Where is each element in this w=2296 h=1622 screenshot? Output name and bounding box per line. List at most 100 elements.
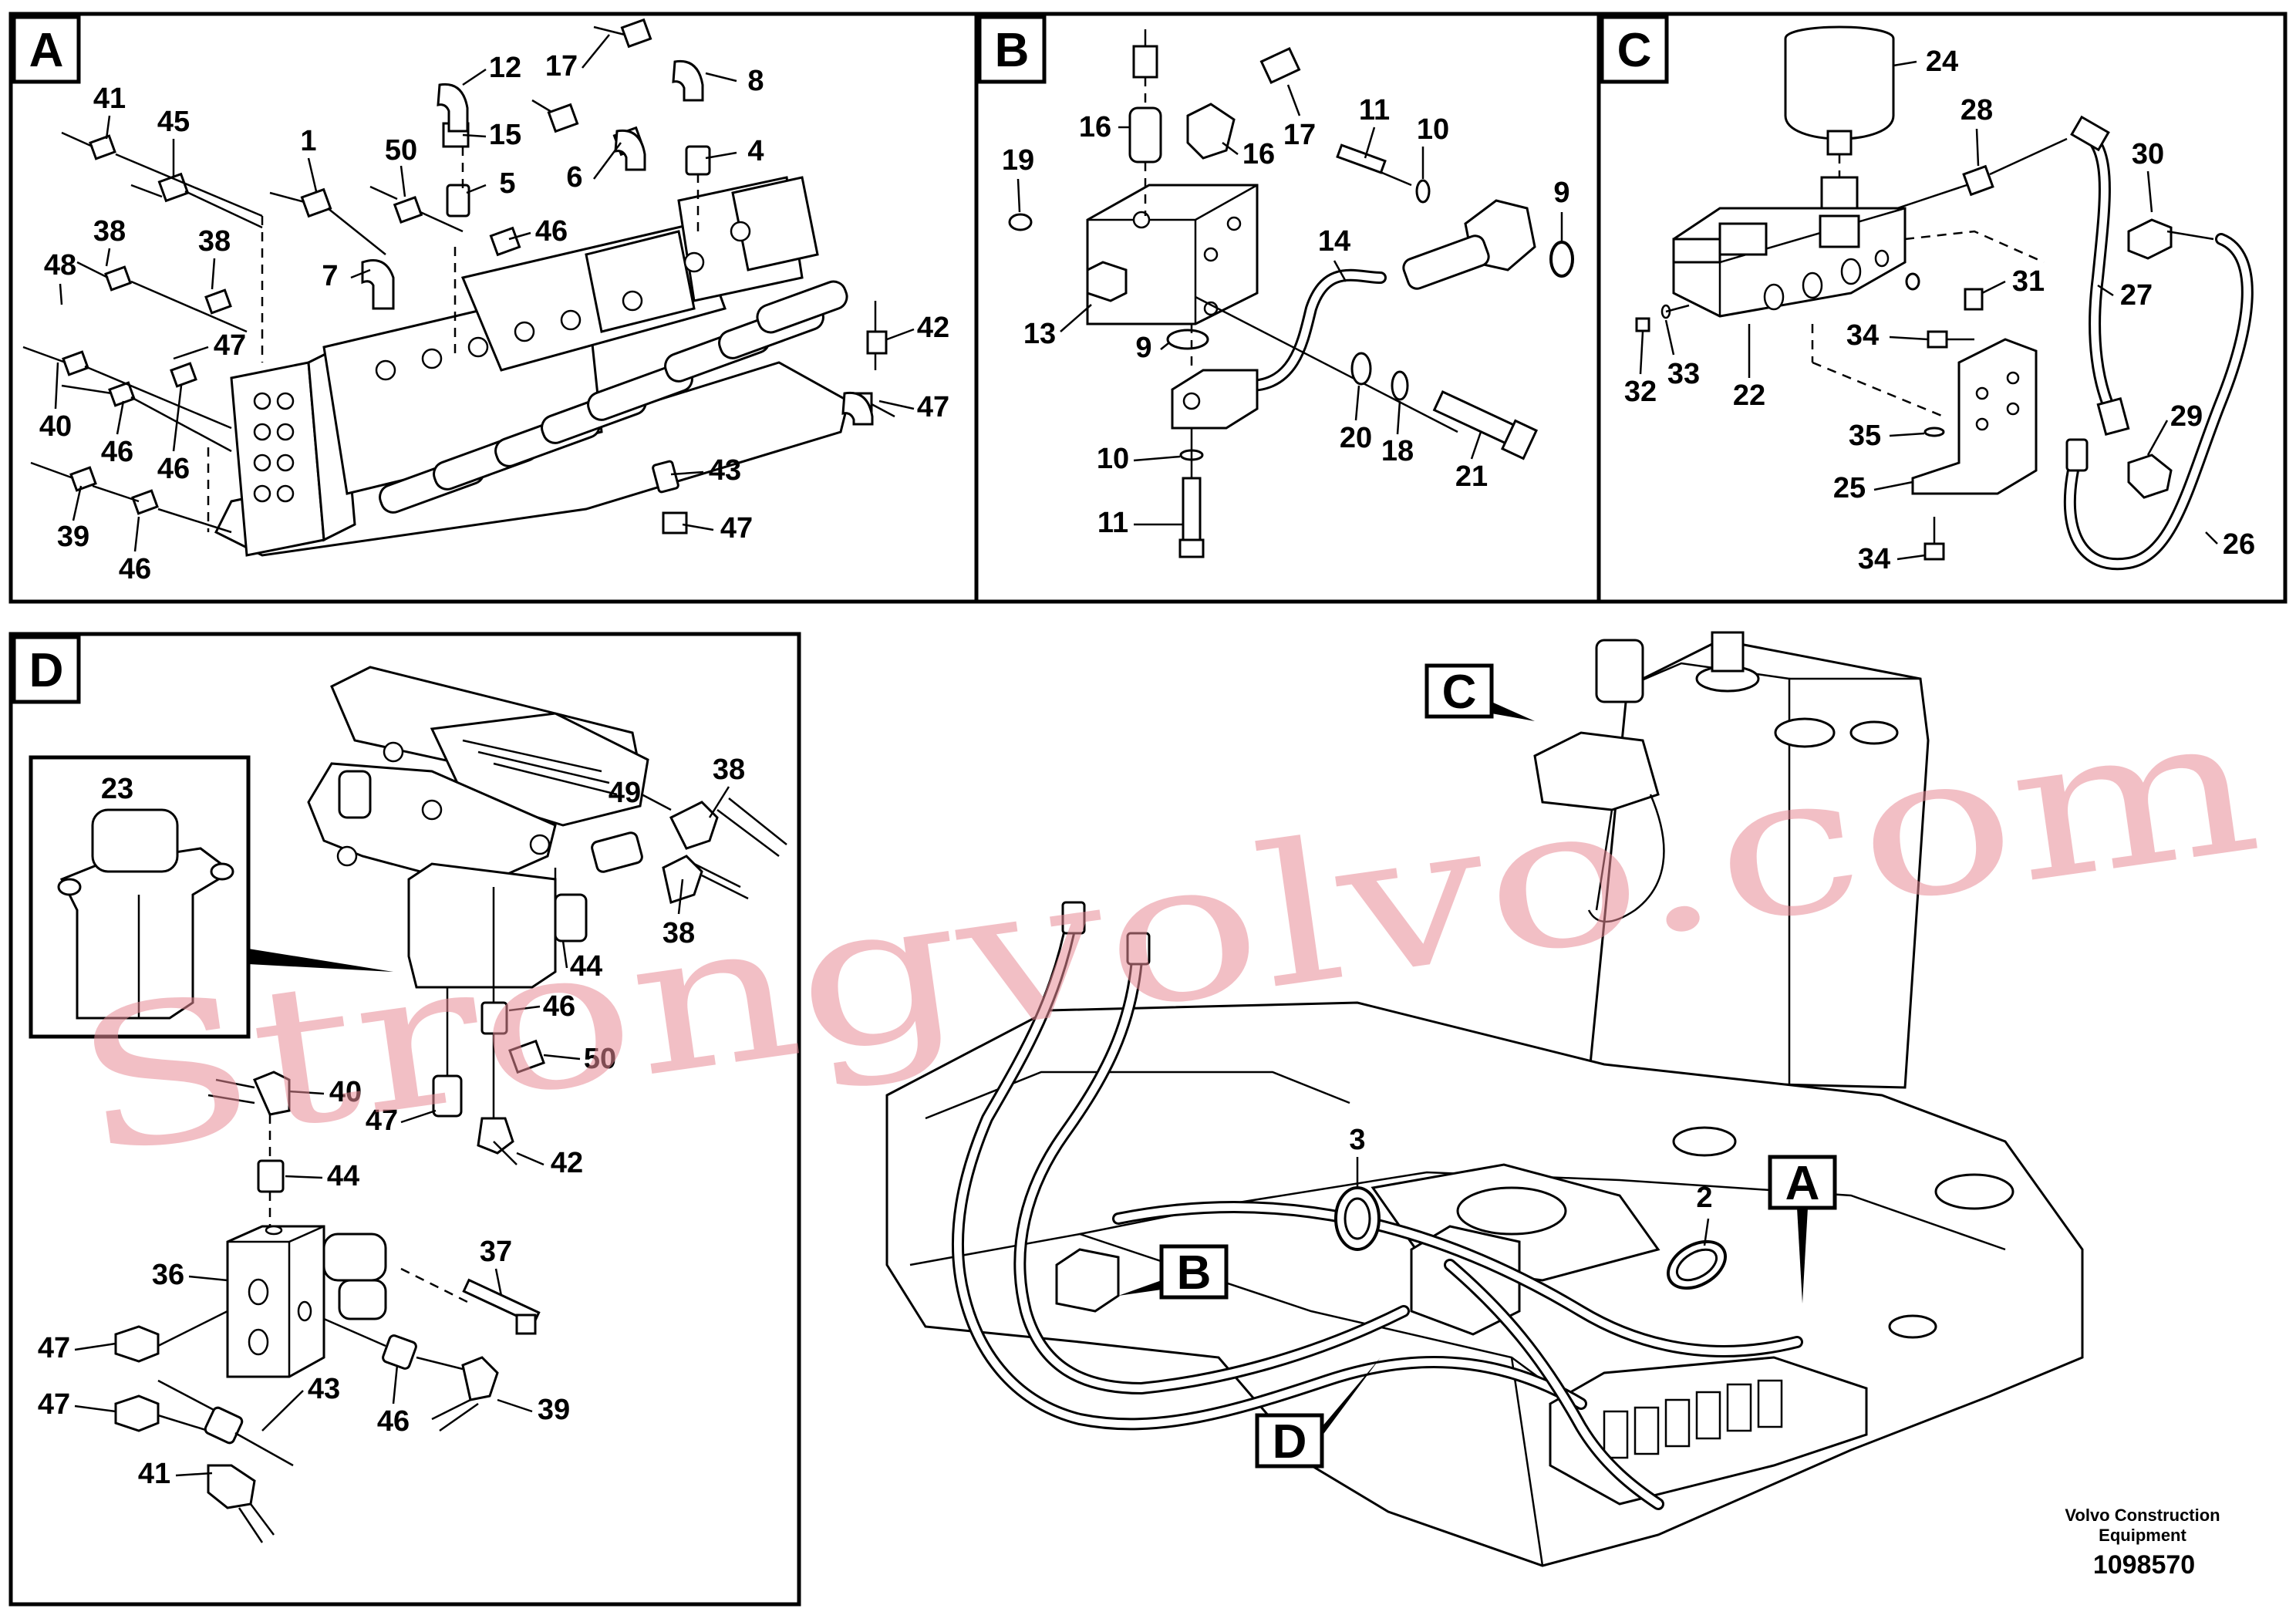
svg-text:A: A <box>29 24 64 77</box>
svg-text:D: D <box>29 644 64 697</box>
callout: 3 <box>1349 1124 1365 1156</box>
panel-c-accumulator-block <box>1635 25 2254 571</box>
overview-callouts: 3 2 <box>1349 1124 1712 1214</box>
overview-flag-d: D <box>1255 1357 1381 1469</box>
callout: 1 <box>300 125 316 157</box>
callout: 34 <box>1858 543 1890 575</box>
callout: 50 <box>385 134 417 167</box>
callout: 40 <box>329 1076 362 1108</box>
callout: 10 <box>1097 443 1129 475</box>
callout: 11 <box>1359 94 1390 126</box>
callout: 6 <box>566 161 582 194</box>
panel-c-callouts: 24 28 30 31 27 32 33 22 34 35 25 29 26 3… <box>1624 46 2255 575</box>
callout: 35 <box>1849 420 1881 452</box>
callout: 39 <box>57 521 89 553</box>
panel-d-label: D <box>12 635 81 704</box>
panel-b-label: B <box>977 15 1047 84</box>
callout: 9 <box>1553 177 1569 209</box>
callout: 47 <box>366 1104 398 1137</box>
callout: 38 <box>93 215 126 248</box>
svg-text:B: B <box>1177 1246 1212 1300</box>
callout: 33 <box>1667 358 1700 390</box>
svg-text:D: D <box>1273 1415 1307 1469</box>
callout: 17 <box>1283 119 1316 151</box>
callout: 41 <box>93 83 126 115</box>
callout: 46 <box>543 990 575 1023</box>
callout: 13 <box>1023 318 1056 350</box>
drawing-number: 1098570 <box>2093 1550 2195 1580</box>
callout: 46 <box>377 1405 410 1438</box>
callout: 25 <box>1833 472 1866 504</box>
callout: 47 <box>720 512 753 545</box>
callout: 24 <box>1926 46 1958 78</box>
callout: 22 <box>1733 379 1765 412</box>
callout: 44 <box>327 1160 359 1192</box>
callout: 46 <box>119 553 151 585</box>
callout: 48 <box>44 249 76 282</box>
callout: 46 <box>535 215 568 248</box>
svg-text:B: B <box>995 24 1030 77</box>
panel-a-callouts: 41 45 1 50 12 17 8 38 48 38 47 40 46 46 … <box>39 50 949 585</box>
panel-a-leaders <box>54 34 915 552</box>
callout: 40 <box>39 410 72 443</box>
callout: 37 <box>480 1236 512 1268</box>
callout: 21 <box>1455 460 1488 493</box>
callout: 11 <box>1097 507 1128 539</box>
callout: 47 <box>38 1332 70 1364</box>
callout: 2 <box>1696 1182 1712 1214</box>
footer-block: Volvo Construction Equipment 1098570 <box>2065 1506 2220 1580</box>
company-line2: Equipment <box>2099 1526 2186 1545</box>
callout: 41 <box>138 1458 170 1490</box>
panel-b-frame <box>974 12 1601 604</box>
callout: 4 <box>747 135 764 167</box>
callout: 50 <box>584 1043 616 1075</box>
callout: 5 <box>499 167 515 200</box>
panel-d-frame <box>8 632 801 1607</box>
panel-c-frame <box>1596 12 2288 604</box>
panel-b-callouts: 16 16 17 19 11 10 9 13 9 14 10 11 20 18 … <box>1002 94 1570 539</box>
callout: 15 <box>489 119 521 151</box>
callout: 31 <box>2012 265 2045 298</box>
callout: 16 <box>1079 111 1111 143</box>
callout: 46 <box>157 453 190 485</box>
callout: 47 <box>917 391 949 423</box>
callout: 19 <box>1002 144 1034 177</box>
callout: 36 <box>152 1259 184 1291</box>
callout: 43 <box>308 1373 340 1405</box>
panel-c-label: C <box>1600 15 1669 84</box>
callout: 18 <box>1381 435 1414 467</box>
callout: 34 <box>1846 319 1879 352</box>
overview-machine-frame <box>885 631 2084 1567</box>
overview-flag-b: B <box>1118 1244 1229 1300</box>
panel-d-leaders <box>74 786 730 1477</box>
callout: 43 <box>709 454 741 487</box>
callout: 17 <box>545 50 578 83</box>
callout: 32 <box>1624 376 1657 408</box>
callout: 16 <box>1242 138 1275 170</box>
callout: 38 <box>198 225 231 258</box>
svg-text:C: C <box>1617 24 1652 77</box>
callout: 42 <box>917 312 949 344</box>
overview-flag-c: C <box>1424 663 1535 721</box>
callout: 20 <box>1340 422 1372 454</box>
callout: 38 <box>713 754 745 786</box>
svg-text:C: C <box>1442 666 1477 719</box>
panel-a-label: A <box>12 15 81 84</box>
svg-text:A: A <box>1785 1157 1820 1210</box>
callout: 42 <box>551 1147 583 1179</box>
callout: 10 <box>1417 113 1449 146</box>
callout: 44 <box>570 950 602 983</box>
panel-b-leaders <box>1017 84 1563 526</box>
panel-a-valve-assembly <box>22 18 895 557</box>
callout: 46 <box>101 436 133 468</box>
callout: 45 <box>157 106 190 138</box>
callout: 8 <box>747 65 764 97</box>
callout: 47 <box>214 329 246 362</box>
callout: 47 <box>38 1388 70 1421</box>
callout: 12 <box>489 52 521 84</box>
panel-c-leaders <box>1639 60 2218 561</box>
callout: 30 <box>2132 138 2164 170</box>
callout: 27 <box>2120 279 2153 312</box>
panel-d-pedal-valve <box>29 666 787 1543</box>
